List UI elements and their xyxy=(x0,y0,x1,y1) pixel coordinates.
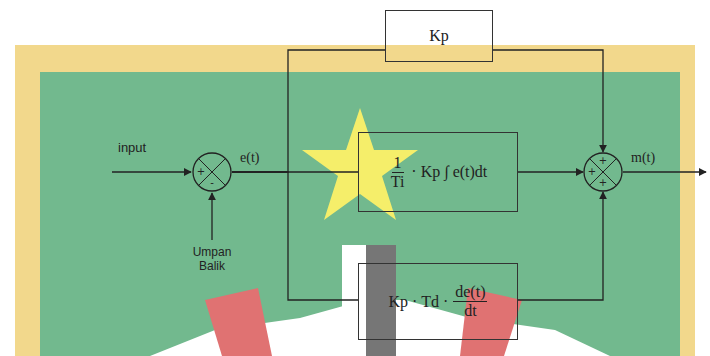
denominator: dt xyxy=(462,302,478,320)
logo-red-wedge xyxy=(205,288,272,356)
signal-connector xyxy=(232,172,358,300)
signal-connector xyxy=(232,50,385,172)
input-label: input xyxy=(118,141,168,156)
feedback-label: Umpan Balik xyxy=(180,246,244,274)
feedback-wire xyxy=(211,193,212,240)
numerator: 1 xyxy=(392,154,404,173)
output-wire xyxy=(623,171,706,172)
formula-text: · Kp ∫ e(t)dt xyxy=(411,163,487,181)
denominator: Ti xyxy=(389,173,407,191)
signal-connector xyxy=(518,192,603,300)
sign-label: + xyxy=(599,156,607,166)
logo-field xyxy=(40,72,680,356)
transfer-block: 1Ti· Kp ∫ e(t)dt xyxy=(358,132,518,212)
sign-label: + xyxy=(588,167,596,177)
formula-text: Kp · Td · xyxy=(389,293,449,311)
signal-label: e(t) xyxy=(240,150,280,166)
formula: Kp · Td ·de(t)dt xyxy=(389,283,488,319)
signal-connector xyxy=(518,171,583,172)
fraction: de(t)dt xyxy=(453,283,487,319)
summing-junction: +- xyxy=(192,152,232,192)
sign-label: + xyxy=(197,167,205,177)
input-wire xyxy=(112,171,191,172)
gain-text: Kp xyxy=(429,27,449,45)
signal-connector xyxy=(493,50,603,152)
transfer-block: Kp xyxy=(385,10,493,62)
fraction: 1Ti xyxy=(389,154,407,190)
transfer-block: Kp · Td ·de(t)dt xyxy=(358,263,518,340)
logo-star xyxy=(302,108,418,220)
sign-label: - xyxy=(210,178,214,188)
sign-label: + xyxy=(599,178,607,188)
summing-junction: +++ xyxy=(583,152,623,192)
numerator: de(t) xyxy=(453,283,487,302)
formula: 1Ti· Kp ∫ e(t)dt xyxy=(389,154,488,190)
output-label: m(t) xyxy=(631,150,671,166)
